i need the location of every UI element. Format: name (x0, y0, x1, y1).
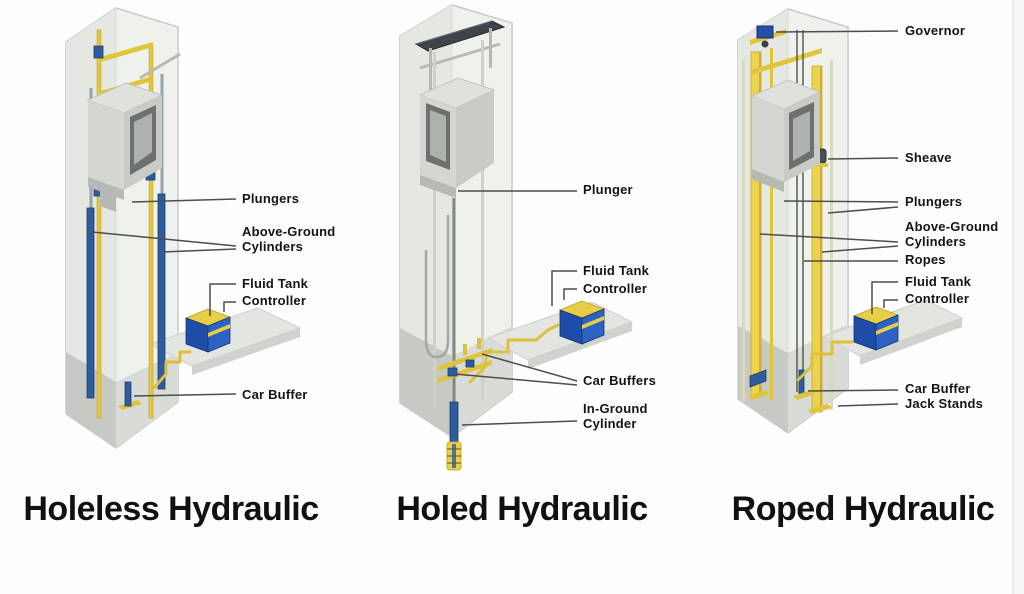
leader-plungers-1 (783, 200, 899, 203)
elevator-car (750, 79, 822, 192)
label-fluid-tank: Fluid Tank (583, 263, 650, 278)
label-in-ground-1: In-Ground (583, 401, 648, 416)
label-above-ground-2: Cylinders (905, 234, 966, 249)
jack-stands (748, 390, 832, 414)
leader-car-buffer (133, 393, 237, 397)
panel-title-roped: Roped Hydraulic (732, 490, 995, 528)
leader-controller (223, 301, 236, 312)
label-above-ground-1: Above-Ground (905, 219, 998, 234)
label-above-ground-1: Above-Ground (242, 224, 335, 239)
leader-cylinder-right (161, 248, 237, 253)
label-fluid-tank: Fluid Tank (905, 274, 972, 289)
leader-cylinder-right (821, 245, 899, 253)
leader-plungers (131, 198, 237, 203)
leader-controller (883, 299, 898, 308)
label-plunger: Plunger (583, 182, 633, 197)
label-controller: Controller (242, 293, 306, 308)
leader-car-buffer-1 (481, 353, 578, 382)
label-controller: Controller (583, 281, 647, 296)
leader-controller (563, 288, 577, 300)
panel-holed: Plunger Fluid Tank Controller Car Buffer… (396, 4, 656, 528)
leader-in-ground (461, 420, 578, 426)
above-ground-cylinders (86, 193, 166, 399)
guide-rails (742, 48, 833, 410)
car-buffer (749, 369, 815, 400)
leader-governor (775, 30, 899, 33)
label-fluid-tank: Fluid Tank (242, 276, 309, 291)
label-car-buffer: Car Buffer (905, 381, 971, 396)
leader-plungers-2 (827, 206, 899, 214)
label-plungers: Plungers (905, 194, 962, 209)
label-jack-stands: Jack Stands (905, 396, 983, 411)
leader-sheave (827, 157, 899, 160)
panel-roped: Governor Sheave Plungers Above-Ground Cy… (732, 8, 998, 528)
leader-lines (454, 190, 578, 426)
in-ground-cylinder (446, 401, 462, 471)
labels: Plungers Above-Ground Cylinders Fluid Ta… (242, 191, 335, 402)
label-plungers: Plungers (242, 191, 299, 206)
controller-unit (152, 308, 232, 390)
plunger-rod (452, 198, 456, 402)
controller-unit (796, 306, 900, 382)
label-car-buffers: Car Buffers (583, 373, 656, 388)
guide-rails (433, 40, 484, 404)
label-in-ground-2: Cylinder (583, 416, 637, 431)
pit-sling (438, 338, 492, 383)
leader-lines (759, 30, 899, 407)
leader-fluid-tank (209, 283, 236, 316)
governor (750, 25, 786, 48)
label-ropes: Ropes (905, 252, 946, 267)
leader-car-buffer (807, 389, 899, 392)
elevator-car (418, 77, 496, 198)
leader-jack-stands (837, 403, 899, 407)
labels: Governor Sheave Plungers Above-Ground Cy… (905, 23, 998, 411)
panel-title-holed: Holed Hydraulic (396, 490, 647, 528)
panel-holeless: Plungers Above-Ground Cylinders Fluid Ta… (23, 7, 335, 528)
traveling-cable (424, 215, 450, 359)
label-above-ground-2: Cylinders (242, 239, 303, 254)
label-governor: Governor (905, 23, 965, 38)
labels: Plunger Fluid Tank Controller Car Buffer… (583, 182, 656, 431)
leader-fluid-tank (871, 281, 898, 314)
car-buffer (118, 381, 142, 410)
right-border-strip (1013, 0, 1024, 594)
panel-title-holeless: Holeless Hydraulic (23, 490, 318, 528)
elevator-car (86, 82, 164, 212)
label-car-buffer: Car Buffer (242, 387, 308, 402)
leader-cylinder-left (91, 231, 237, 247)
leader-car-buffer-2 (454, 373, 578, 386)
leader-fluid-tank (551, 270, 577, 306)
leader-lines (91, 198, 237, 397)
controller-unit (468, 300, 606, 384)
label-controller: Controller (905, 291, 969, 306)
leader-cylinder-left (759, 233, 899, 243)
label-sheave: Sheave (905, 150, 952, 165)
